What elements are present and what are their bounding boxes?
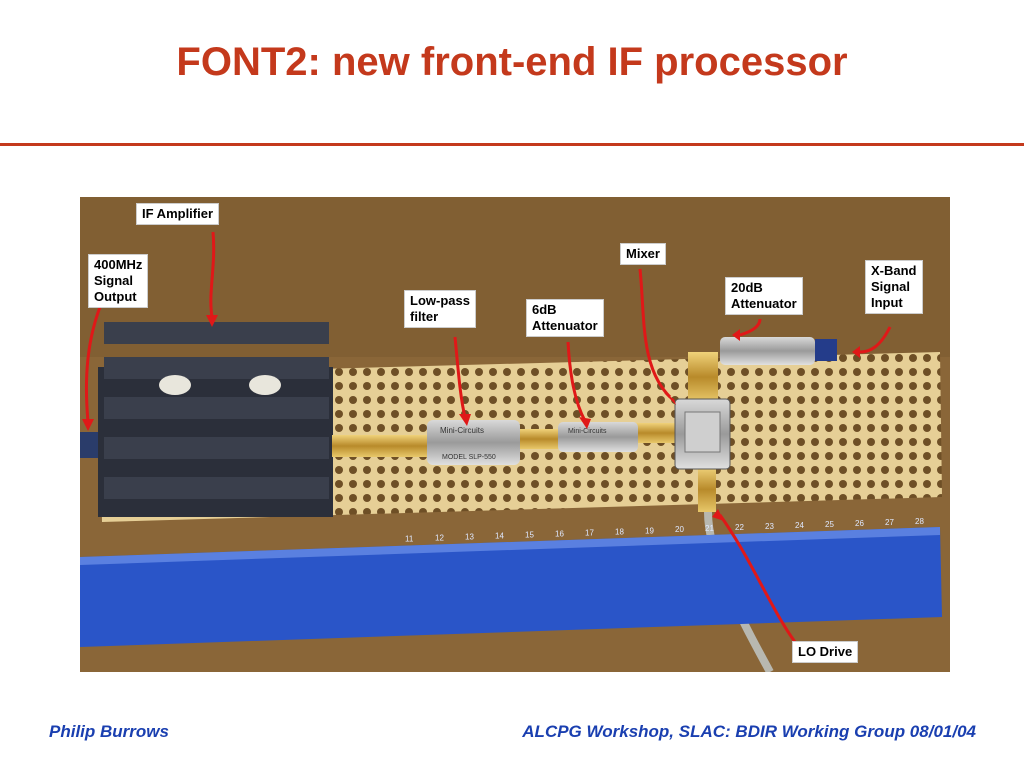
blue-ruler [80, 527, 942, 647]
filter-brand-label: Mini-Circuits [440, 426, 484, 435]
low-pass-filter: Mini-Circuits MODEL SLP-550 [427, 420, 520, 465]
ruler-number: 17 [585, 528, 594, 537]
connector-chain-1 [332, 435, 427, 457]
attenuator-20db [720, 337, 837, 365]
ruler-number: 15 [525, 530, 534, 539]
footer-event: ALCPG Workshop, SLAC: BDIR Working Group… [522, 722, 976, 741]
mixer-unit [674, 398, 731, 470]
connector-chain-3 [635, 423, 680, 443]
ruler-number: 14 [495, 532, 504, 541]
callout-lo-drive: LO Drive [792, 641, 859, 663]
ruler-number: 19 [645, 526, 654, 535]
heatsink [98, 322, 333, 517]
ruler-number: 20 [675, 525, 684, 534]
ruler-number: 12 [435, 534, 444, 543]
callout-xband-input: X-Band Signal Input [865, 260, 923, 314]
ruler-number: 18 [615, 527, 624, 536]
output-connector [80, 432, 98, 458]
attenuator-brand-label: Mini-Circuits [568, 428, 607, 435]
callout-signal-output: 400MHz Signal Output [88, 254, 149, 308]
title-divider [0, 143, 1024, 146]
ruler-scale: 11 12 13 14 15 16 17 18 19 20 21 22 23 24 25 26 27 28 [405, 517, 924, 544]
ruler-number: 23 [765, 522, 774, 531]
lo-connector [698, 467, 716, 512]
ruler-number: 16 [555, 529, 564, 538]
callout-if-amplifier: IF Amplifier [136, 203, 220, 225]
callout-20db-attenuator: 20dB Attenuator [725, 277, 803, 315]
arrow-heads [82, 315, 860, 521]
ruler-number: 26 [855, 519, 864, 528]
input-connector [815, 339, 837, 361]
ruler-number: 27 [885, 518, 894, 527]
ruler-number: 11 [405, 535, 414, 544]
slide-title: FONT2: new front-end IF processor [176, 40, 848, 84]
ruler-number: 22 [735, 523, 744, 532]
ruler-number: 24 [795, 521, 804, 530]
ruler-number: 28 [915, 517, 924, 526]
callout-mixer: Mixer [620, 243, 666, 265]
filter-model-label: MODEL SLP-550 [442, 454, 496, 461]
ruler-number: 25 [825, 520, 834, 529]
ruler-number: 13 [465, 533, 474, 542]
connector-chain-2 [520, 429, 560, 449]
hardware-photo: Mini-Circuits MODEL SLP-550 Mini-Circuit… [80, 197, 950, 672]
mixer-elbow [688, 352, 718, 402]
callout-6db-attenuator: 6dB Attenuator [526, 299, 604, 337]
ruler-number: 21 [705, 524, 714, 533]
photo-illustration: Mini-Circuits MODEL SLP-550 Mini-Circuit… [80, 197, 950, 672]
attenuator-6db: Mini-Circuits [558, 422, 638, 452]
footer-author: Philip Burrows [49, 722, 169, 741]
annotation-arrows [84, 231, 892, 643]
callout-low-pass-filter: Low-pass filter [404, 290, 476, 328]
